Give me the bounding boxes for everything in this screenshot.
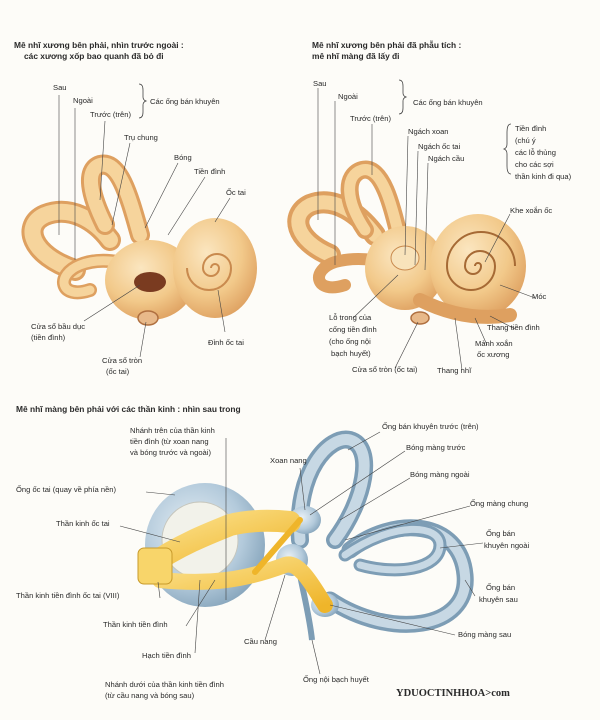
leader-lines bbox=[58, 88, 536, 675]
label-vestibular-aqueduct-l1: Lỗ trong của bbox=[329, 313, 372, 322]
label-superior-vestibular-branch-l3: và bóng trước và ngoài) bbox=[130, 448, 211, 457]
label-cochlea: Ốc tai bbox=[226, 188, 246, 197]
round-window-shape bbox=[137, 310, 159, 326]
label-scala-tympani: Thang nhĩ bbox=[437, 366, 472, 375]
label-posterior-canal-l1: Ống bán bbox=[486, 583, 516, 592]
cochlea-spiral bbox=[186, 253, 233, 291]
label-ampulla: Bóng bbox=[174, 153, 192, 162]
label-vestibule-note-3: cho các sợi bbox=[515, 160, 554, 169]
label-lateral-ampulla: Bóng màng ngoài bbox=[410, 470, 470, 479]
label-vestibule-note-2: các lỗ thủng bbox=[515, 148, 556, 157]
bony-labyrinth-drawing bbox=[21, 154, 257, 326]
label-vestibule-note-4: thần kinh đi qua) bbox=[515, 172, 572, 181]
label-anterior-ampulla: Bóng màng trước bbox=[406, 443, 466, 452]
label-vestibular-aqueduct-l2: cống tiền đình bbox=[329, 325, 377, 334]
label-anterior-2: Trước (trên) bbox=[350, 114, 391, 123]
cochlear-nerve-shape bbox=[139, 509, 301, 576]
label-braces bbox=[138, 79, 512, 175]
panel2-title: Mê nhĩ xương bên phải đã phẫu tích : bbox=[312, 40, 462, 50]
label-cochlear-duct: Ống ốc tai (quay về phía nền) bbox=[16, 485, 117, 494]
label-vestibule-note-1: (chú ý bbox=[515, 136, 536, 145]
label-oval-window-sub: (tiền đình) bbox=[31, 333, 66, 342]
label-anterior: Trước (trên) bbox=[90, 110, 131, 119]
membranous-labyrinth-drawing bbox=[137, 430, 474, 641]
label-vestibular-ganglion: Hạch tiền đình bbox=[142, 651, 191, 660]
label-utricle: Xoan nang bbox=[270, 456, 307, 465]
label-posterior-2: Sau bbox=[313, 79, 327, 88]
label-vestibular-aqueduct-l3: (cho ống nội bbox=[329, 337, 371, 346]
vestibular-nerve-shape bbox=[152, 556, 333, 613]
label-lateral: Ngoài bbox=[73, 96, 93, 105]
label-round-window: Cửa sổ tròn bbox=[102, 356, 143, 365]
label-endolymphatic-duct: Ống nội bạch huyết bbox=[303, 675, 369, 684]
label-posterior-ampulla: Bóng màng sau bbox=[458, 630, 512, 639]
label-vestibular-nerve: Thần kinh tiền đình bbox=[103, 620, 168, 629]
label-superior-vestibular-branch-l2: tiền đình (từ xoan nang bbox=[130, 437, 209, 446]
cochlea-shape bbox=[173, 218, 257, 318]
label-round-window-sub: (ốc tai) bbox=[106, 367, 130, 376]
label-scala-vestibuli: Thang tiền đình bbox=[487, 323, 540, 332]
label-spiral-lamina-slit: Khe xoắn ốc bbox=[510, 206, 553, 215]
panel1-title: Mê nhĩ xương bên phải, nhìn trước ngoài … bbox=[14, 40, 184, 50]
label-cochlear-apex: Đỉnh ốc tai bbox=[208, 338, 244, 347]
label-cochlear-recess: Ngách ốc tai bbox=[418, 142, 461, 151]
watermark-text: YDUOCTINHHOA>com bbox=[396, 688, 510, 699]
label-vestibulocochlear-nerve: Thần kinh tiền đình ốc tai (VIII) bbox=[16, 591, 120, 600]
label-lateral-canal-l1: Ống bán bbox=[486, 529, 516, 538]
panel3-title: Mê nhĩ màng bên phải với các thần kinh :… bbox=[16, 404, 241, 414]
nerve-cut-end bbox=[137, 547, 173, 585]
label-vestibular-aqueduct-l4: bạch huyết) bbox=[331, 349, 371, 358]
dissected-labyrinth-drawing bbox=[287, 160, 526, 325]
label-vestibule-2: Tiền đình bbox=[515, 124, 547, 133]
label-anterior-semicircular-canal: Ống bán khuyên trước (trên) bbox=[382, 422, 479, 431]
label-common-membranous-crus: Ống màng chung bbox=[470, 499, 529, 508]
label-semicircular-canals: Các ống bán khuyên bbox=[150, 97, 220, 106]
label-elliptical-recess: Ngách xoan bbox=[408, 127, 449, 136]
label-osseous-spiral-lamina-sub: ốc xương bbox=[477, 350, 510, 359]
label-spherical-recess: Ngách cầu bbox=[428, 154, 465, 163]
label-lateral-canal-l2: khuyên ngoài bbox=[484, 541, 530, 550]
panel2-subtitle: mê nhĩ màng đã lấy đi bbox=[312, 51, 400, 61]
panel1-subtitle: các xương xốp bao quanh đã bỏ đi bbox=[24, 51, 164, 61]
label-oval-window: Cửa sổ bầu dục bbox=[31, 322, 86, 331]
label-common-crus: Trụ chung bbox=[124, 133, 158, 142]
label-round-window-2: Cửa sổ tròn (ốc tai) bbox=[352, 365, 418, 374]
label-cochlear-nerve: Thần kinh ốc tai bbox=[56, 519, 110, 528]
label-inferior-vestibular-branch-l1: Nhánh dưới của thần kinh tiền đình bbox=[105, 680, 224, 689]
label-posterior: Sau bbox=[53, 83, 67, 92]
label-posterior-canal-l2: khuyên sau bbox=[479, 595, 518, 604]
oval-window-shape bbox=[134, 272, 166, 292]
label-hamulus: Móc bbox=[532, 292, 547, 301]
label-vestibule: Tiền đình bbox=[194, 167, 226, 176]
label-inferior-vestibular-branch-l2: (từ cầu nang và bóng sau) bbox=[105, 691, 195, 700]
label-lateral-2: Ngoài bbox=[338, 92, 358, 101]
label-saccule: Cầu nang bbox=[244, 637, 277, 646]
label-superior-vestibular-branch-l1: Nhánh trên của thần kinh bbox=[130, 426, 215, 435]
label-osseous-spiral-lamina: Mảnh xoắn bbox=[475, 339, 513, 348]
label-semicircular-canals-2: Các ống bán khuyên bbox=[413, 98, 483, 107]
